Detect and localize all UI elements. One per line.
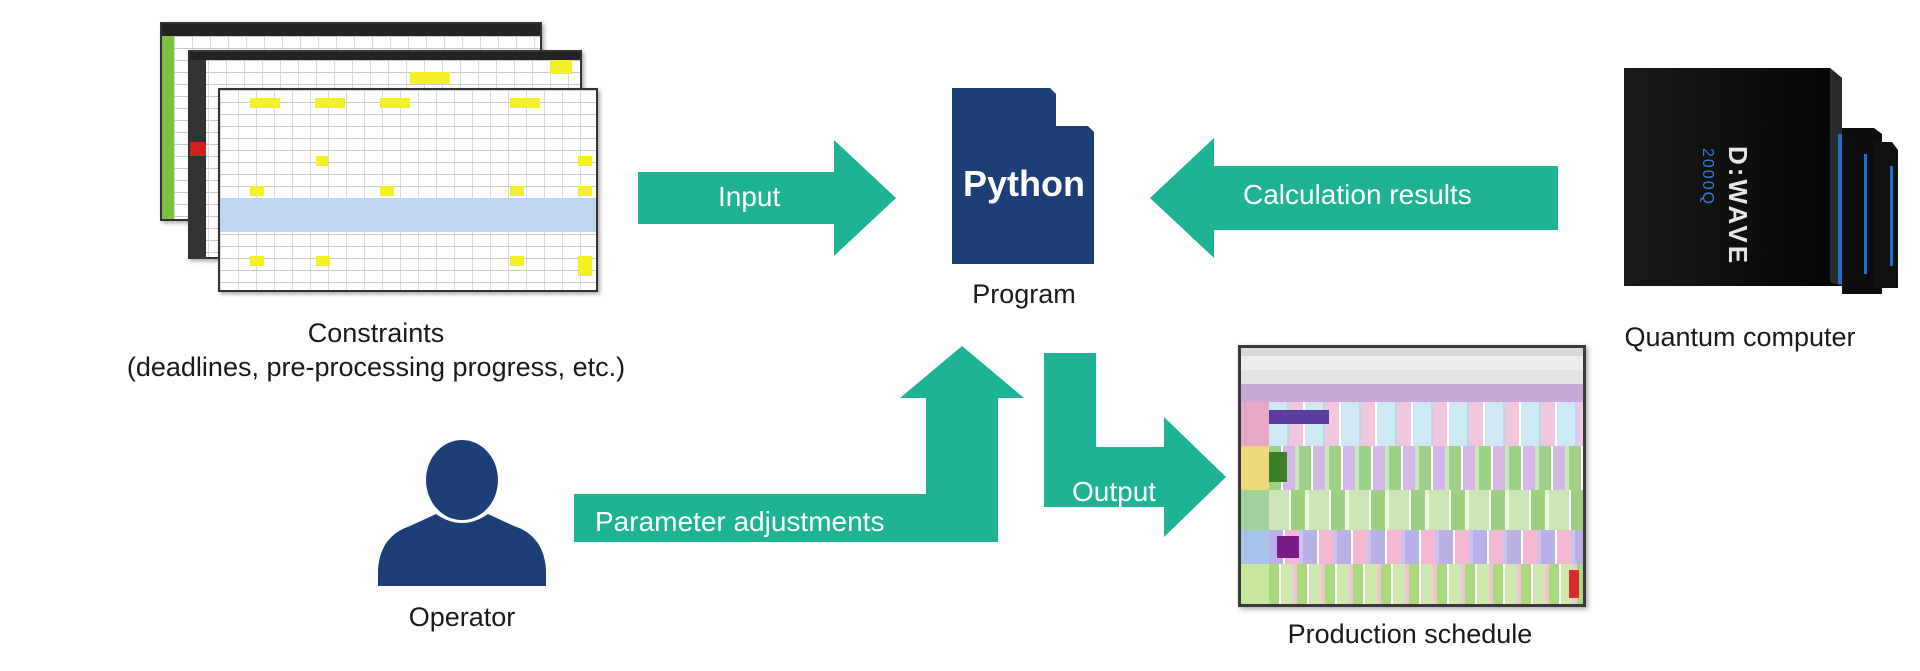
python-file-icon [952,88,1096,264]
parameter-adjustments-arrow [574,346,1024,542]
calculation-results-arrow [1150,138,1558,258]
calculation-results-label: Calculation results [1243,179,1472,210]
dwave-brand-text: D:WAVE [1723,146,1753,267]
output-label: Output [1072,476,1157,507]
parameter-adjustments-label: Parameter adjustments [595,506,885,537]
gantt-schedule-screenshot-icon [1238,345,1586,607]
operator-label: Operator [408,602,516,632]
input-label: Input [718,181,781,212]
person-icon [378,440,546,586]
quantum-computer-label: Quantum computer [1624,322,1856,352]
constraints-label-line2: (deadlines, pre-processing progress, etc… [126,352,626,382]
program-label: Program [972,279,1076,309]
dwave-quantum-computer-icon [1624,68,1898,294]
production-schedule-label: Production schedule [1287,619,1533,649]
spreadsheet-front [218,88,598,292]
output-arrow [1044,353,1226,537]
input-arrow [638,140,896,256]
constraints-label-line1: Constraints [307,318,445,348]
python-text: Python [963,163,1085,204]
dwave-model-text: 2000Q [1699,148,1716,207]
